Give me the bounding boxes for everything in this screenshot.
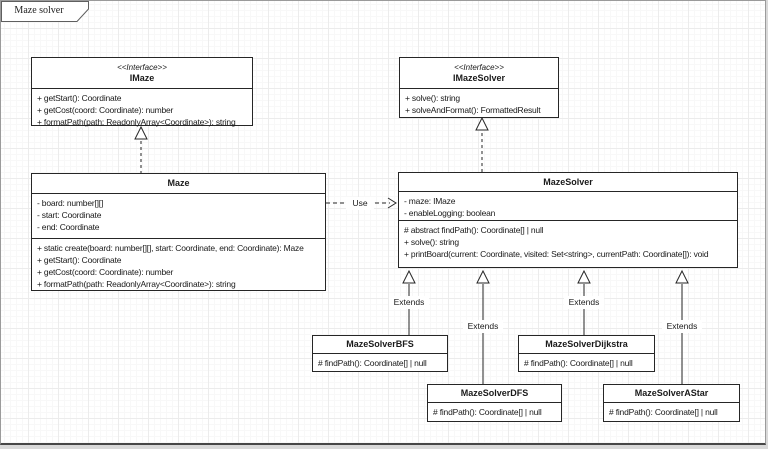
attributes-section: - maze: IMaze - enableLogging: boolean — [399, 191, 737, 220]
methods-section: # findPath(): Coordinate[] | null — [519, 353, 654, 371]
class-name: MazeSolver — [543, 176, 593, 187]
uml-method: # findPath(): Coordinate[] | null — [524, 358, 633, 368]
class-name: MazeSolverDijkstra — [545, 339, 628, 349]
uml-attribute: - maze: IMaze — [404, 196, 456, 206]
use-label: Use — [346, 197, 374, 210]
uml-method: + getCost(coord: Coordinate): number — [37, 267, 174, 277]
uml-method: # findPath(): Coordinate[] | null — [609, 407, 718, 417]
class-name: MazeSolverDFS — [460, 388, 529, 398]
class-name: IMazeSolver — [452, 73, 506, 83]
methods-section: # findPath(): Coordinate[] | null — [604, 402, 739, 421]
extends-arrow-dfs[interactable] — [476, 269, 490, 384]
methods-section: + static create(board: number[][], start… — [32, 238, 325, 290]
class-box-maze[interactable]: Maze - board: number[][] - start: Coordi… — [31, 173, 326, 291]
uml-method: + getStart(): Coordinate — [37, 255, 122, 265]
uml-attribute: - board: number[][] — [37, 198, 104, 208]
realization-arrow-mazesolver-imazesolver[interactable] — [475, 116, 489, 172]
class-name: MazeSolverAStar — [634, 388, 709, 398]
class-box-mazesolverastar[interactable]: MazeSolverAStar # findPath(): Coordinate… — [603, 384, 740, 422]
class-box-mazesolverdfs[interactable]: MazeSolverDFS # findPath(): Coordinate[]… — [427, 384, 562, 422]
realization-arrow-maze-imaze[interactable] — [134, 125, 148, 174]
extends-label-astar: Extends — [662, 320, 702, 333]
class-header: <<Interface>> IMazeSolver — [400, 58, 558, 88]
class-box-mazesolverbfs[interactable]: MazeSolverBFS # findPath(): Coordinate[]… — [312, 335, 448, 372]
class-box-imaze[interactable]: <<Interface>> IMaze + getStart(): Coordi… — [31, 57, 253, 128]
attributes-section: - board: number[][] - start: Coordinate … — [32, 193, 325, 238]
extends-label-dijkstra: Extends — [564, 296, 604, 309]
extends-arrow-bfs[interactable] — [402, 269, 416, 335]
uml-attribute: - start: Coordinate — [37, 210, 102, 220]
methods-section: + getStart(): Coordinate + getCost(coord… — [32, 88, 252, 128]
uml-method: + printBoard(current: Coordinate, visite… — [404, 249, 709, 259]
methods-section: # abstract findPath(): Coordinate[] | nu… — [399, 220, 737, 267]
uml-method: + formatPath(path: ReadonlyArray<Coordin… — [37, 279, 236, 289]
uml-attribute: - enableLogging: boolean — [404, 208, 496, 218]
extends-label-bfs: Extends — [389, 296, 429, 309]
methods-section: + solve(): string + solveAndFormat(): Fo… — [400, 88, 558, 117]
uml-method: + getStart(): Coordinate — [37, 93, 122, 103]
uml-attribute: - end: Coordinate — [37, 222, 100, 232]
class-name: MazeSolverBFS — [346, 339, 414, 349]
uml-method: # abstract findPath(): Coordinate[] | nu… — [404, 225, 544, 235]
uml-method: + formatPath(path: ReadonlyArray<Coordin… — [37, 117, 236, 127]
class-box-mazesolver[interactable]: MazeSolver - maze: IMaze - enableLogging… — [398, 172, 738, 268]
class-name: IMaze — [129, 73, 155, 83]
methods-section: # findPath(): Coordinate[] | null — [428, 402, 561, 421]
class-stereotype: <<Interface>> — [454, 63, 504, 72]
extends-label-dfs: Extends — [463, 320, 503, 333]
class-box-mazesolverdijkstra[interactable]: MazeSolverDijkstra # findPath(): Coordin… — [518, 335, 655, 372]
uml-method: # findPath(): Coordinate[] | null — [433, 407, 542, 417]
uml-method: + solveAndFormat(): FormattedResult — [405, 105, 541, 115]
uml-method: + solve(): string — [405, 93, 460, 103]
uml-method: # findPath(): Coordinate[] | null — [318, 358, 427, 368]
uml-method: + getCost(coord: Coordinate): number — [37, 105, 174, 115]
uml-method: + static create(board: number[][], start… — [37, 243, 304, 253]
extends-arrow-dijkstra[interactable] — [577, 269, 591, 335]
class-name: Maze — [167, 178, 190, 188]
class-box-imazesolver[interactable]: <<Interface>> IMazeSolver + solve(): str… — [399, 57, 559, 118]
class-stereotype: <<Interface>> — [117, 63, 167, 72]
frame-tab — [1, 1, 89, 22]
extends-arrow-astar[interactable] — [675, 269, 689, 384]
class-header: <<Interface>> IMaze — [32, 58, 252, 88]
uml-method: + solve(): string — [404, 237, 459, 247]
frame-tab-label: Maze solver — [14, 5, 64, 16]
methods-section: # findPath(): Coordinate[] | null — [313, 353, 447, 371]
